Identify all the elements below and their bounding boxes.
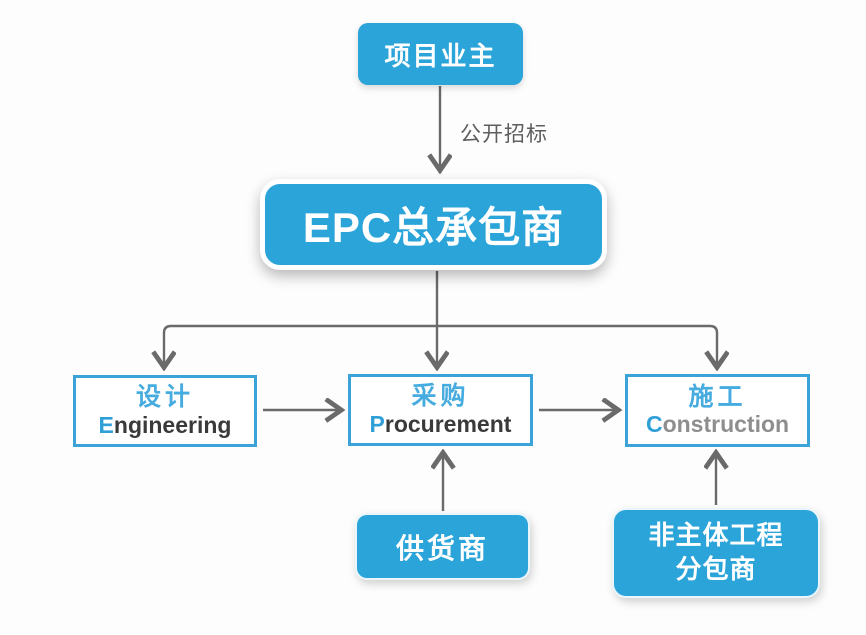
engineering-rest: ngineering — [113, 411, 232, 438]
node-subcontractor: 非主体工程 分包商 — [612, 508, 820, 598]
node-subcontractor-label-line2: 分包商 — [675, 554, 757, 584]
construction-rest: onstruction — [662, 411, 790, 438]
arrow-epc-to-engineering — [164, 324, 437, 365]
node-construction-title-zh: 施工 — [688, 382, 747, 411]
node-subcontractor-label-line1: 非主体工程 — [648, 520, 784, 551]
engineering-initial: E — [98, 411, 114, 438]
node-procurement-title-en: Procurement — [370, 411, 512, 437]
node-project-owner: 项目业主 — [358, 23, 523, 85]
node-construction-title-en: Construction — [646, 411, 789, 437]
node-engineering-title-zh: 设计 — [135, 383, 194, 412]
procurement-initial: P — [369, 410, 385, 437]
node-engineering-title-en: Engineering — [99, 412, 232, 438]
procurement-rest: rocurement — [384, 410, 512, 437]
public-bidding-label: 公开招标 — [460, 123, 548, 146]
node-supplier-label: 供货商 — [395, 532, 489, 564]
arrow-epc-to-construction — [437, 324, 717, 365]
node-construction: 施工 Construction — [625, 374, 810, 447]
node-supplier: 供货商 — [355, 513, 530, 580]
node-procurement-title-zh: 采购 — [411, 382, 470, 411]
node-procurement: 采购 Procurement — [348, 374, 533, 446]
node-project-owner-label: 项目业主 — [384, 40, 497, 71]
node-epc-contractor-label: EPC总承包商 — [302, 204, 565, 251]
node-engineering: 设计 Engineering — [73, 375, 257, 447]
construction-initial: C — [645, 411, 663, 438]
node-epc-contractor: EPC总承包商 — [260, 179, 607, 270]
